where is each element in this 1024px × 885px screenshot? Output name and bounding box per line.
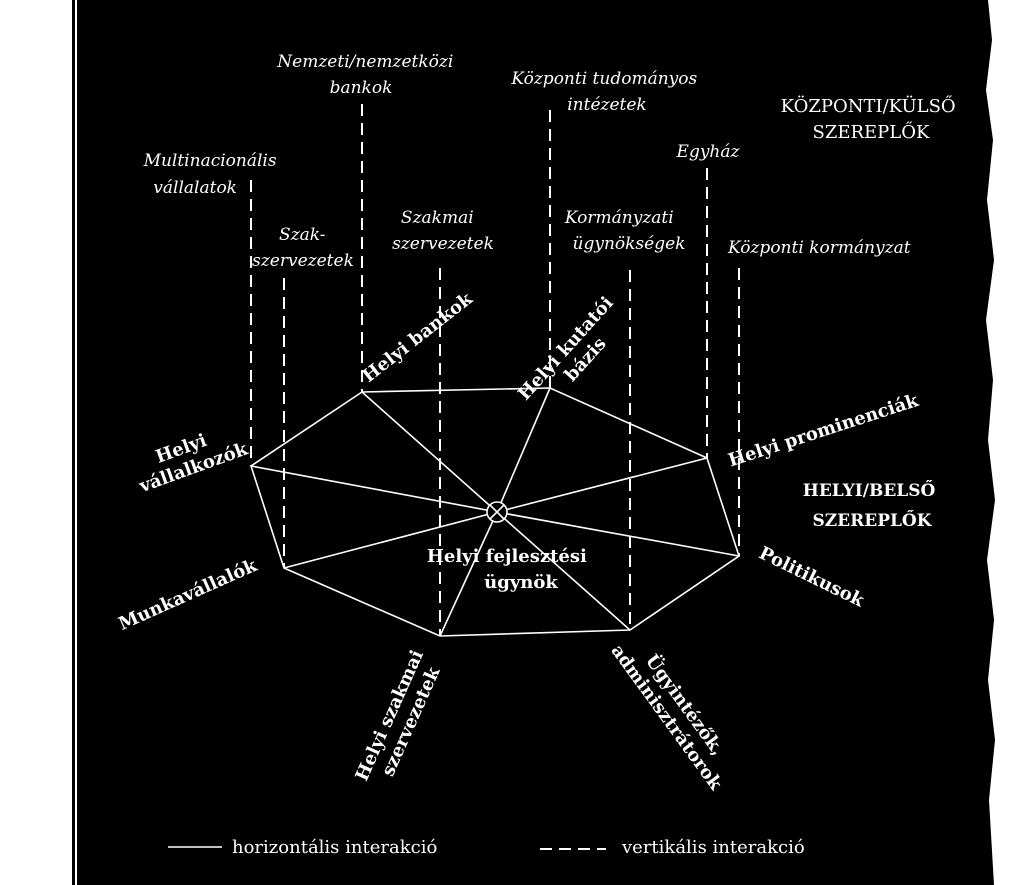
label-national-banks: Nemzeti/nemzetközi bankok — [276, 52, 458, 98]
section-internal-title: HELYI/BELSŐ SZEREPLŐK — [803, 480, 941, 531]
legend: horizontális interakció vertikális inter… — [168, 837, 805, 858]
label-multinational: Multinacionális vállalatok — [143, 151, 282, 198]
label-church: Egyház — [676, 142, 741, 162]
label-prof-orgs: Szak- szervezetek — [252, 225, 354, 271]
section-external-title: KÖZPONTI/KÜLSŐ SZEREPLŐK — [781, 94, 962, 143]
label-gov-agencies: Kormányzati ügynökségek — [564, 208, 686, 254]
vertical-interaction-lines — [250, 104, 740, 636]
agent-hub-icon — [486, 501, 508, 523]
legend-vertical-label: vertikális interakció — [621, 837, 805, 858]
label-central-gov: Központi kormányzat — [727, 238, 911, 258]
label-central-research: Központi tudományos intézetek — [510, 69, 702, 115]
spoke-prominents-agent — [496, 457, 708, 513]
spoke-research-agent — [496, 387, 551, 513]
spoke-entrepreneurs-agent — [250, 465, 498, 513]
horizontal-interaction-lines — [250, 387, 740, 637]
spoke-administrators-agent — [496, 511, 631, 631]
spoke-prof-orgs-agent — [439, 511, 498, 637]
spoke-politicians-agent — [496, 511, 740, 557]
spoke-workers-agent — [283, 511, 498, 569]
legend-horizontal-label: horizontális interakció — [232, 837, 437, 858]
label-local-agent: Helyi fejlesztési ügynök — [427, 546, 593, 593]
label-trade-orgs: Szakmai szervezetek — [392, 208, 494, 254]
spoke-banks-agent — [361, 391, 498, 513]
diagram-background — [72, 0, 995, 885]
